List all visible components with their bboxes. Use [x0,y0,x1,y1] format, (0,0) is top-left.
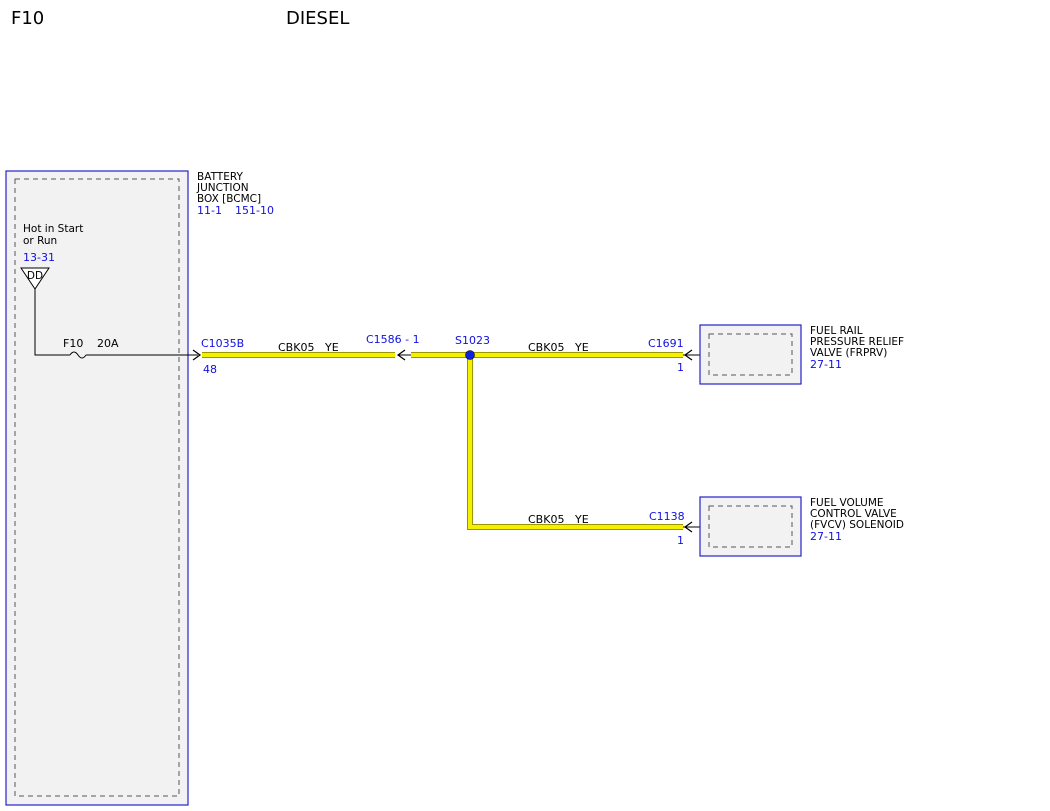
connector-c1138-label[interactable]: C1138 [649,510,685,523]
frprv-name-line-1: FUEL RAIL [810,325,863,337]
connector-c1035b-label[interactable]: C1035B [201,337,244,350]
power-label-line-1: Hot in Start [23,223,83,235]
fvcv-ref[interactable]: 27-11 [810,530,842,543]
bjb-name-line-1: BATTERY [197,171,243,183]
wire-segment-3[interactable] [467,355,683,530]
wire-1-circuit: CBK05 [278,341,314,354]
connector-c1691-pin: 1 [677,361,684,374]
wire-2-circuit: CBK05 [528,341,564,354]
bjb-inner-dashed [14,178,180,797]
frprv-name-line-2: PRESSURE RELIEF [810,336,904,348]
frprv-ref[interactable]: 27-11 [810,358,842,371]
power-label-line-2: or Run [23,235,57,247]
power-symbol-label: DD [27,270,43,282]
fvcv-name-line-3: (FVCV) SOLENOID [810,519,904,531]
wire-3-color: YE [574,513,589,526]
inline-connector-c1586[interactable] [396,349,411,361]
power-ref[interactable]: 13-31 [23,251,55,264]
fvcv-name-line-2: CONTROL VALVE [810,508,897,520]
fuse-rating: 20A [97,337,119,350]
connector-arrow-c1035b [192,349,202,361]
splice-s1023-dot[interactable] [465,350,475,360]
wire-1-color: YE [324,341,339,354]
fuse-label: F10 [63,337,83,350]
connector-c1035b-pin: 48 [203,363,217,376]
frprv-component[interactable] [699,324,802,385]
connector-c1691-label[interactable]: C1691 [648,337,684,350]
wire-2-color: YE [574,341,589,354]
bjb-ref-1[interactable]: 11-1 [197,204,222,217]
bjb-name-line-2: JUNCTION [196,182,249,194]
power-source-symbol: DD [20,267,50,290]
connector-c1138-pin: 1 [677,534,684,547]
bjb-outline [5,170,189,806]
fuse-id-title: F10 [11,8,45,29]
frprv-name-line-3: VALVE (FRPRV) [810,347,887,359]
battery-junction-box[interactable] [5,170,189,806]
variant-title: DIESEL [286,8,350,29]
fvcv-component[interactable] [699,496,802,557]
fvcv-name-line-1: FUEL VOLUME [810,497,884,509]
wire-3-circuit: CBK05 [528,513,564,526]
splice-s1023-label[interactable]: S1023 [455,334,490,347]
fuse-symbol [69,351,87,359]
connector-c1586-label[interactable]: C1586 - 1 [366,333,420,346]
bjb-name-line-3: BOX [BCMC] [197,193,261,205]
bjb-ref-2[interactable]: 151-10 [235,204,274,217]
fuse-f10 [34,289,202,361]
